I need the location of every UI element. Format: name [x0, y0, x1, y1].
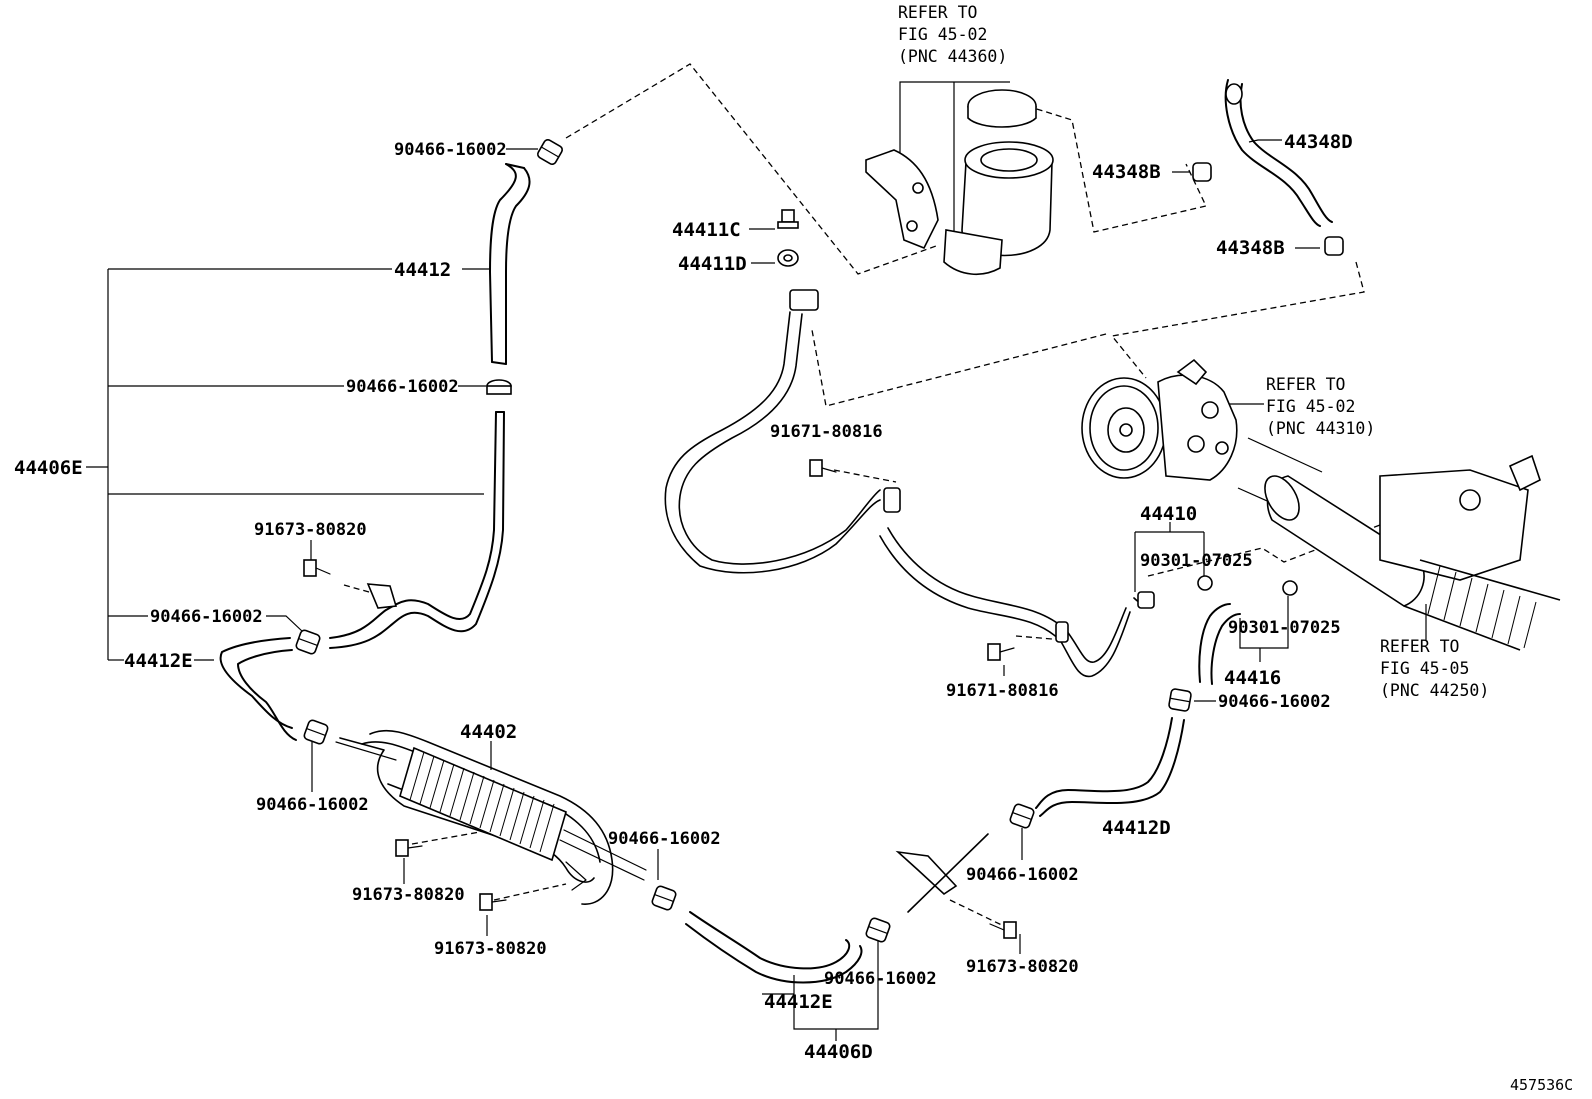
label-44410[interactable]: 44410 [1140, 503, 1197, 525]
diagram-code: 457536C [1510, 1076, 1573, 1094]
gear-boot-ribs [1427, 565, 1537, 649]
fitting-icon [1225, 83, 1243, 105]
clamp-icon [1324, 236, 1344, 256]
label-90466-16002-f[interactable]: 90466-16002 [824, 969, 937, 989]
label-90466-16002-d[interactable]: 90466-16002 [256, 795, 369, 815]
reservoir [865, 89, 1054, 275]
refer-gear-line-3[interactable]: (PNC 44250) [1380, 681, 1489, 700]
label-44406E[interactable]: 44406E [14, 457, 83, 479]
refer-reservoir-line-2[interactable]: FIG 45-02 [898, 25, 987, 44]
bracket-icon [883, 487, 901, 513]
refer-reservoir-line-1[interactable]: REFER TO [898, 3, 977, 22]
label-91673-80820-b[interactable]: 91673-80820 [352, 885, 465, 905]
clamp-icon [537, 139, 563, 165]
label-90466-16002-c[interactable]: 90466-16002 [150, 607, 263, 627]
part-labels: 90466-16002 44412 90466-16002 44406E 916… [14, 131, 1353, 1063]
clamp-icon [865, 917, 891, 943]
label-90466-16002-e[interactable]: 90466-16002 [608, 829, 721, 849]
label-90466-16002-b[interactable]: 90466-16002 [346, 377, 459, 397]
bracket-icon [366, 583, 398, 609]
refer-pump-line-3[interactable]: (PNC 44310) [1266, 419, 1375, 438]
label-44406D[interactable]: 44406D [804, 1041, 873, 1063]
refer-to-notes: REFER TO FIG 45-02 (PNC 44360) REFER TO … [898, 3, 1489, 700]
label-91673-80820-a[interactable]: 91673-80820 [254, 520, 367, 540]
refer-pump-line-2[interactable]: FIG 45-02 [1266, 397, 1355, 416]
union-fitting-icon [1137, 591, 1155, 609]
label-44416[interactable]: 44416 [1224, 667, 1281, 689]
label-44412E-top[interactable]: 44412E [124, 650, 193, 672]
refer-gear-line-2[interactable]: FIG 45-05 [1380, 659, 1469, 678]
label-44348B-bottom[interactable]: 44348B [1216, 237, 1285, 259]
bolt-icon [479, 893, 507, 911]
label-91671-80816-b[interactable]: 91671-80816 [946, 681, 1059, 701]
clamp-icon [651, 885, 677, 911]
clamp-icon [1009, 803, 1035, 829]
label-44411C[interactable]: 44411C [672, 219, 741, 241]
refer-reservoir-line-3[interactable]: (PNC 44360) [898, 47, 1007, 66]
label-90301-07025-a[interactable]: 90301-07025 [1140, 551, 1253, 571]
hoses [219, 79, 1333, 984]
label-44348D[interactable]: 44348D [1284, 131, 1353, 153]
cooler-fins [409, 751, 555, 853]
clamp-icon [1168, 688, 1192, 712]
clamp-icon [1192, 162, 1212, 182]
bracket-icon [895, 833, 989, 913]
bolts [303, 83, 1298, 939]
label-44411D[interactable]: 44411D [678, 253, 747, 275]
bolt-icon [989, 921, 1017, 939]
bolt-icon [303, 559, 331, 577]
bolt-icon [809, 459, 837, 477]
label-90466-16002-a[interactable]: 90466-16002 [394, 140, 507, 160]
label-44412D[interactable]: 44412D [1102, 817, 1171, 839]
bolt-icon [987, 643, 1015, 661]
clamps [295, 139, 1344, 943]
o-ring-icon [1197, 575, 1213, 591]
label-91673-80820-c[interactable]: 91673-80820 [434, 939, 547, 959]
label-90301-07025-b[interactable]: 90301-07025 [1228, 618, 1341, 638]
label-44412[interactable]: 44412 [394, 259, 451, 281]
union-bolt-icon [777, 249, 799, 267]
label-91673-80820-d[interactable]: 91673-80820 [966, 957, 1079, 977]
bracket-icon [1055, 621, 1069, 643]
pump [1081, 358, 1238, 481]
union-fitting-icon [789, 289, 819, 311]
label-44348B-top[interactable]: 44348B [1092, 161, 1161, 183]
bolt-icon [395, 839, 423, 857]
label-44412E-bottom[interactable]: 44412E [764, 991, 833, 1013]
label-90466-16002-g[interactable]: 90466-16002 [966, 865, 1079, 885]
label-90466-16002-h[interactable]: 90466-16002 [1218, 692, 1331, 712]
oil-cooler [335, 729, 647, 905]
refer-pump-line-1[interactable]: REFER TO [1266, 375, 1345, 394]
bolt-icon [777, 209, 799, 229]
clamp-icon [303, 719, 329, 745]
label-91671-80816-a[interactable]: 91671-80816 [770, 422, 883, 442]
steering-gear [1264, 454, 1561, 651]
label-44402[interactable]: 44402 [460, 721, 517, 743]
o-ring-icon [1282, 580, 1298, 596]
clamp-icon [486, 379, 512, 395]
refer-gear-line-1[interactable]: REFER TO [1380, 637, 1459, 656]
clamp-icon [295, 629, 321, 655]
